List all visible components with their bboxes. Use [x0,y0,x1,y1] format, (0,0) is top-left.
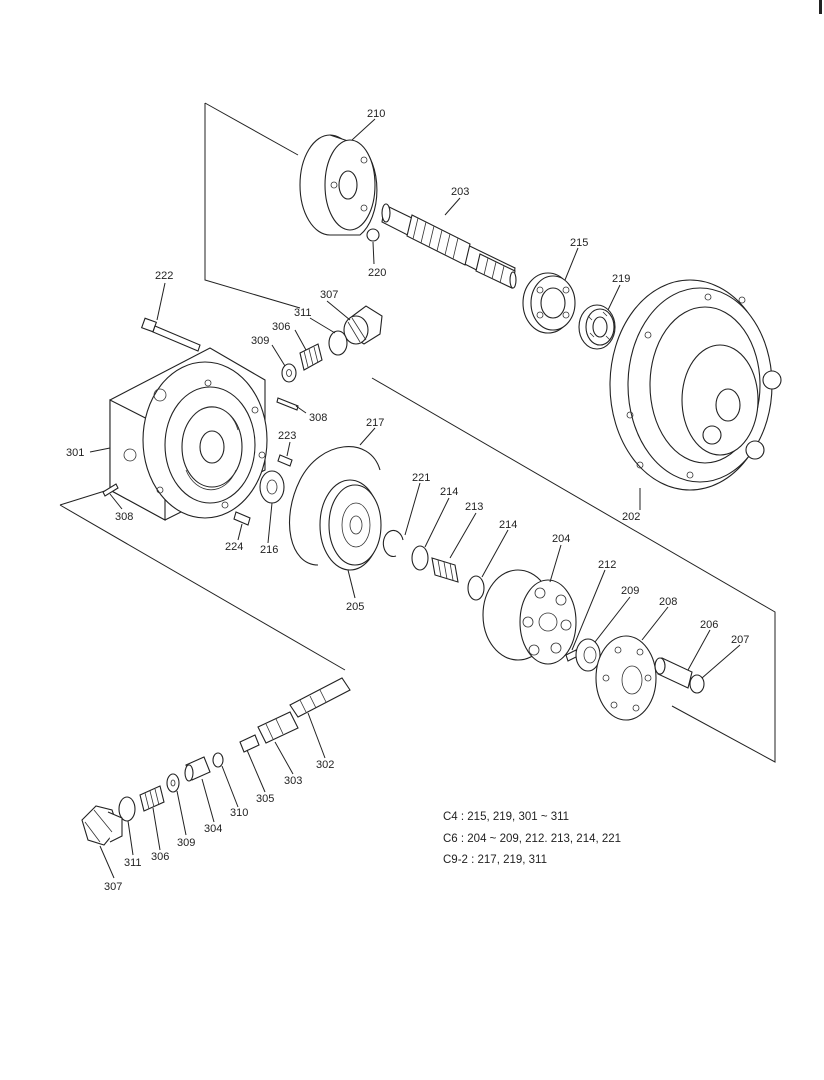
part-207-shoe [689,674,705,694]
label-302: 302 [316,759,334,771]
part-302-spool [289,677,351,718]
note-c4: C4 : 215, 219, 301 ~ 311 [443,811,569,823]
part-213-spring [431,557,459,583]
part-311-oring-upper [328,330,348,356]
label-308-lower: 308 [115,511,133,523]
label-223: 223 [278,430,296,442]
label-310: 310 [230,807,248,819]
part-208-retainer-plate [595,635,657,721]
part-308-small-plug-upper [276,397,299,411]
label-311-upper: 311 [294,307,312,319]
label-222: 222 [155,270,173,282]
part-224-pin [233,511,251,526]
label-207: 207 [731,634,749,646]
label-208: 208 [659,596,677,608]
label-214-b: 214 [499,519,517,531]
part-221-snap-ring [382,529,404,557]
part-306-spring-lower [139,785,165,812]
label-202: 202 [622,511,640,523]
corner-mark [819,0,822,14]
label-210: 210 [367,108,385,120]
part-309-washer-upper [281,363,297,383]
label-309-lower: 309 [177,837,195,849]
label-224: 224 [225,541,243,553]
label-308-upper: 308 [309,412,327,424]
part-214-spacer-a [411,545,429,571]
part-209-ball-guide [575,638,601,672]
label-215: 215 [570,237,588,249]
label-303: 303 [284,775,302,787]
note-c6: C6 : 204 ~ 209, 212. 213, 214, 221 [443,833,621,845]
part-303-sleeve [257,711,299,744]
label-306-upper: 306 [272,321,290,333]
part-214-spacer-b [467,575,485,601]
part-305-spring [239,734,260,753]
part-306-spring-upper [299,343,323,371]
part-223-pin [277,454,293,467]
label-301: 301 [66,447,84,459]
note-c9-2: C9-2 : 217, 219, 311 [443,854,547,866]
label-216: 216 [260,544,278,556]
label-306-lower: 306 [151,851,169,863]
label-204: 204 [552,533,570,545]
label-219: 219 [612,273,630,285]
label-203: 203 [451,186,469,198]
part-301-casing [109,347,268,521]
part-222-bolt [140,317,201,352]
label-311-lower: 311 [124,857,142,869]
label-309-upper: 309 [251,335,269,347]
label-307-upper: 307 [320,289,338,301]
part-215-bearing [522,272,576,334]
part-210-disk [299,134,378,236]
part-203-shaft [381,203,517,289]
part-204-cylinder-block [482,569,577,665]
part-304-plug [184,756,211,782]
part-308-small-plug-lower [102,483,119,497]
label-206: 206 [700,619,718,631]
label-221: 221 [412,472,430,484]
part-307-plug-lower [81,805,123,846]
part-labels: 210 203 215 219 220 222 311 307 306 309 … [66,108,749,893]
part-202-housing [609,279,782,491]
kit-notes: C4 : 215, 219, 301 ~ 311 C6 : 204 ~ 209,… [443,811,621,866]
part-220-ball [366,228,380,242]
part-219-roller-bearing [578,304,616,350]
label-217: 217 [366,417,384,429]
label-304: 304 [204,823,222,835]
part-205-valve-plate [319,479,382,571]
label-213: 213 [465,501,483,513]
label-214-a: 214 [440,486,458,498]
part-206-piston [654,657,693,689]
label-305: 305 [256,793,274,805]
part-309-washer-lower [166,773,180,793]
leader-lines [89,118,741,879]
label-212: 212 [598,559,616,571]
label-209: 209 [621,585,639,597]
part-310-oring [212,752,224,768]
part-311-oring-lower [118,796,136,822]
part-307-plug-upper [343,305,383,345]
part-216-bearing [259,470,285,504]
label-205: 205 [346,601,364,613]
label-307-lower: 307 [104,881,122,893]
group-outline [59,102,776,763]
label-220: 220 [368,267,386,279]
